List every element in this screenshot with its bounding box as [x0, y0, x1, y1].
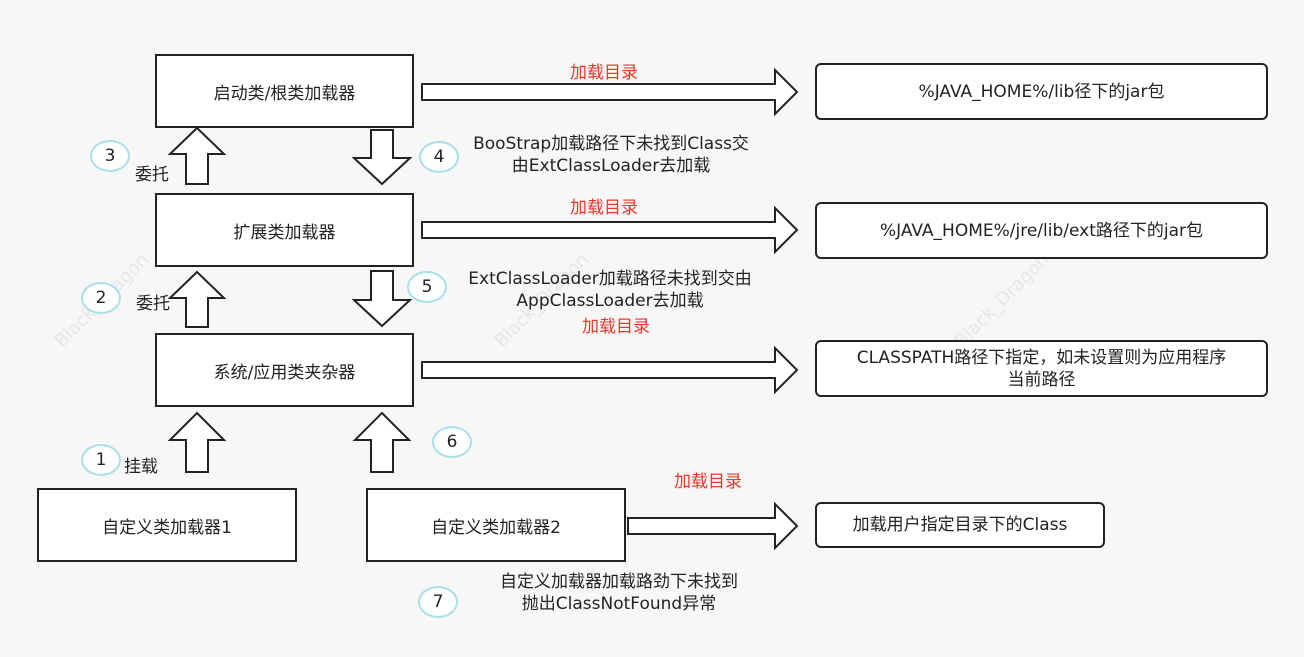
load-dir-label: 加载目录 — [674, 472, 742, 492]
step-2-badge: 2 — [81, 282, 121, 314]
arrow-down-bootstrap-to-ext — [351, 129, 413, 186]
step-3-badge: 3 — [90, 140, 130, 172]
arrow-system-to-classpath — [421, 345, 799, 395]
user-dir-label: 加载用户指定目录下的Class — [852, 515, 1068, 535]
step-4-badge: 4 — [419, 141, 459, 173]
system-loader-label: 系统/应用类夹杂器 — [213, 362, 356, 383]
step-5-note: ExtClassLoader加载路径未找到交由 AppClassLoader去加… — [468, 269, 752, 311]
custom-loader-2-label: 自定义类加载器2 — [431, 517, 561, 538]
delegate-label: 委托 — [136, 294, 170, 314]
custom-loader-1-box: 自定义类加载器1 — [37, 488, 297, 562]
step-5-badge: 5 — [407, 271, 447, 303]
classpath-label-line1: CLASSPATH路径下指定，如未设置则为应用程序 — [856, 347, 1227, 368]
classpath-box: CLASSPATH路径下指定，如未设置则为应用程序 当前路径 — [815, 340, 1268, 397]
bootstrap-dir-label: %JAVA_HOME%/lib径下的jar包 — [918, 81, 1165, 102]
ext-dir-label: %JAVA_HOME%/jre/lib/ext路径下的jar包 — [879, 220, 1204, 241]
step-4-note: BooStrap加载路径下未找到Class交 由ExtClassLoader去加… — [473, 134, 749, 176]
extension-loader-label: 扩展类加载器 — [233, 222, 336, 243]
mount-label: 挂载 — [124, 457, 158, 477]
bootstrap-loader-box: 启动类/根类加载器 — [155, 54, 414, 128]
arrow-ext-to-extdir — [421, 205, 799, 255]
arrow-down-ext-to-system — [351, 270, 413, 328]
classpath-label-line2: 当前路径 — [1007, 369, 1076, 390]
system-loader-box: 系统/应用类夹杂器 — [155, 333, 414, 407]
ext-dir-box: %JAVA_HOME%/jre/lib/ext路径下的jar包 — [815, 202, 1268, 259]
arrow-up-custom1-to-system — [167, 411, 227, 473]
arrow-up-system-to-ext — [167, 270, 227, 328]
arrow-up-ext-to-bootstrap — [167, 126, 227, 185]
custom-loader-1-label: 自定义类加载器1 — [102, 517, 232, 538]
load-dir-label: 加载目录 — [570, 63, 638, 83]
step-7-badge: 7 — [418, 586, 458, 618]
load-dir-label: 加载目录 — [570, 198, 638, 218]
bootstrap-loader-label: 启动类/根类加载器 — [213, 83, 356, 104]
user-dir-box: 加载用户指定目录下的Class — [815, 502, 1105, 548]
bootstrap-dir-box: %JAVA_HOME%/lib径下的jar包 — [815, 63, 1268, 120]
load-dir-label: 加载目录 — [582, 317, 650, 337]
step-1-badge: 1 — [81, 444, 121, 476]
custom-loader-2-box: 自定义类加载器2 — [366, 488, 626, 562]
step-6-badge: 6 — [432, 426, 472, 458]
arrow-custom2-to-userdir — [627, 501, 799, 551]
delegate-label: 委托 — [135, 165, 169, 185]
step-7-note: 自定义加载器加载路劲下未找到 抛出ClassNotFound异常 — [500, 572, 738, 614]
extension-loader-box: 扩展类加载器 — [155, 193, 414, 267]
arrow-up-custom2-to-system — [352, 411, 412, 473]
arrow-bootstrap-to-lib — [421, 67, 799, 117]
